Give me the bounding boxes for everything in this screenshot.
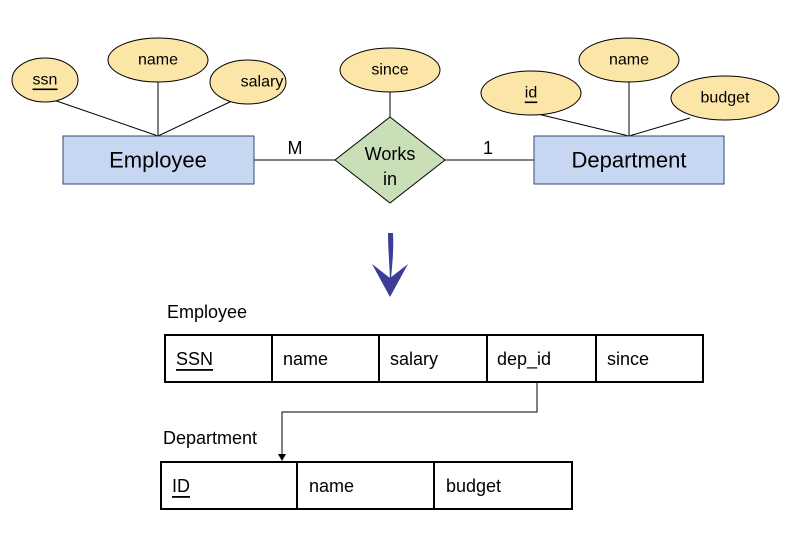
- attribute-ssn: ssn: [11, 57, 79, 103]
- table-department-col-id: ID: [172, 476, 190, 496]
- attribute-id: id: [480, 70, 582, 116]
- attribute-department-name: name: [578, 37, 680, 83]
- foreign-key-arrow: [278, 382, 538, 461]
- table-department-title: Department: [163, 428, 257, 448]
- down-arrow-icon: [372, 233, 408, 297]
- attribute-employee-name-label: name: [138, 52, 178, 69]
- entity-department-label: Department: [572, 148, 687, 173]
- table-department-cell-id: [160, 461, 298, 510]
- relationship-label-line2: in: [383, 169, 397, 189]
- attribute-salary-label: salary: [241, 74, 284, 91]
- table-department-col-name: name: [309, 476, 354, 496]
- table-employee: SSN name salary dep_id since: [164, 334, 704, 383]
- entity-employee: Employee: [62, 135, 255, 185]
- table-employee-title: Employee: [167, 302, 247, 322]
- attribute-budget-label: budget: [701, 90, 750, 107]
- table-employee-cell-name: [271, 334, 380, 383]
- table-department-cell-budget: [433, 461, 573, 510]
- table-employee-cell-since: [595, 334, 704, 383]
- table-employee-col-ssn: SSN: [176, 349, 213, 369]
- table-department-col-budget: budget: [446, 476, 501, 496]
- table-department-cell-name: [296, 461, 435, 510]
- entity-employee-label: Employee: [109, 148, 207, 173]
- table-employee-cell-dep-id: [486, 334, 597, 383]
- attribute-id-label: id: [525, 85, 537, 102]
- cardinality-department: 1: [483, 138, 493, 158]
- attribute-since-label: since: [371, 62, 408, 79]
- table-employee-col-dep-id: dep_id: [497, 349, 551, 370]
- attribute-budget: budget: [670, 75, 780, 121]
- relationship-works-in: Works in: [334, 116, 446, 204]
- table-employee-col-since: since: [607, 349, 649, 369]
- attribute-since: since: [339, 47, 441, 93]
- table-employee-col-salary: salary: [390, 349, 438, 369]
- relationship-label-line1: Works: [365, 144, 416, 164]
- table-employee-col-name: name: [283, 349, 328, 369]
- attribute-department-name-label: name: [609, 52, 649, 69]
- cardinality-employee: M: [288, 138, 303, 158]
- attribute-salary: salary: [209, 59, 287, 105]
- attribute-employee-name: name: [107, 37, 209, 83]
- attribute-ssn-label: ssn: [33, 72, 58, 89]
- entity-department: Department: [533, 135, 725, 185]
- table-department: ID name budget: [160, 461, 573, 510]
